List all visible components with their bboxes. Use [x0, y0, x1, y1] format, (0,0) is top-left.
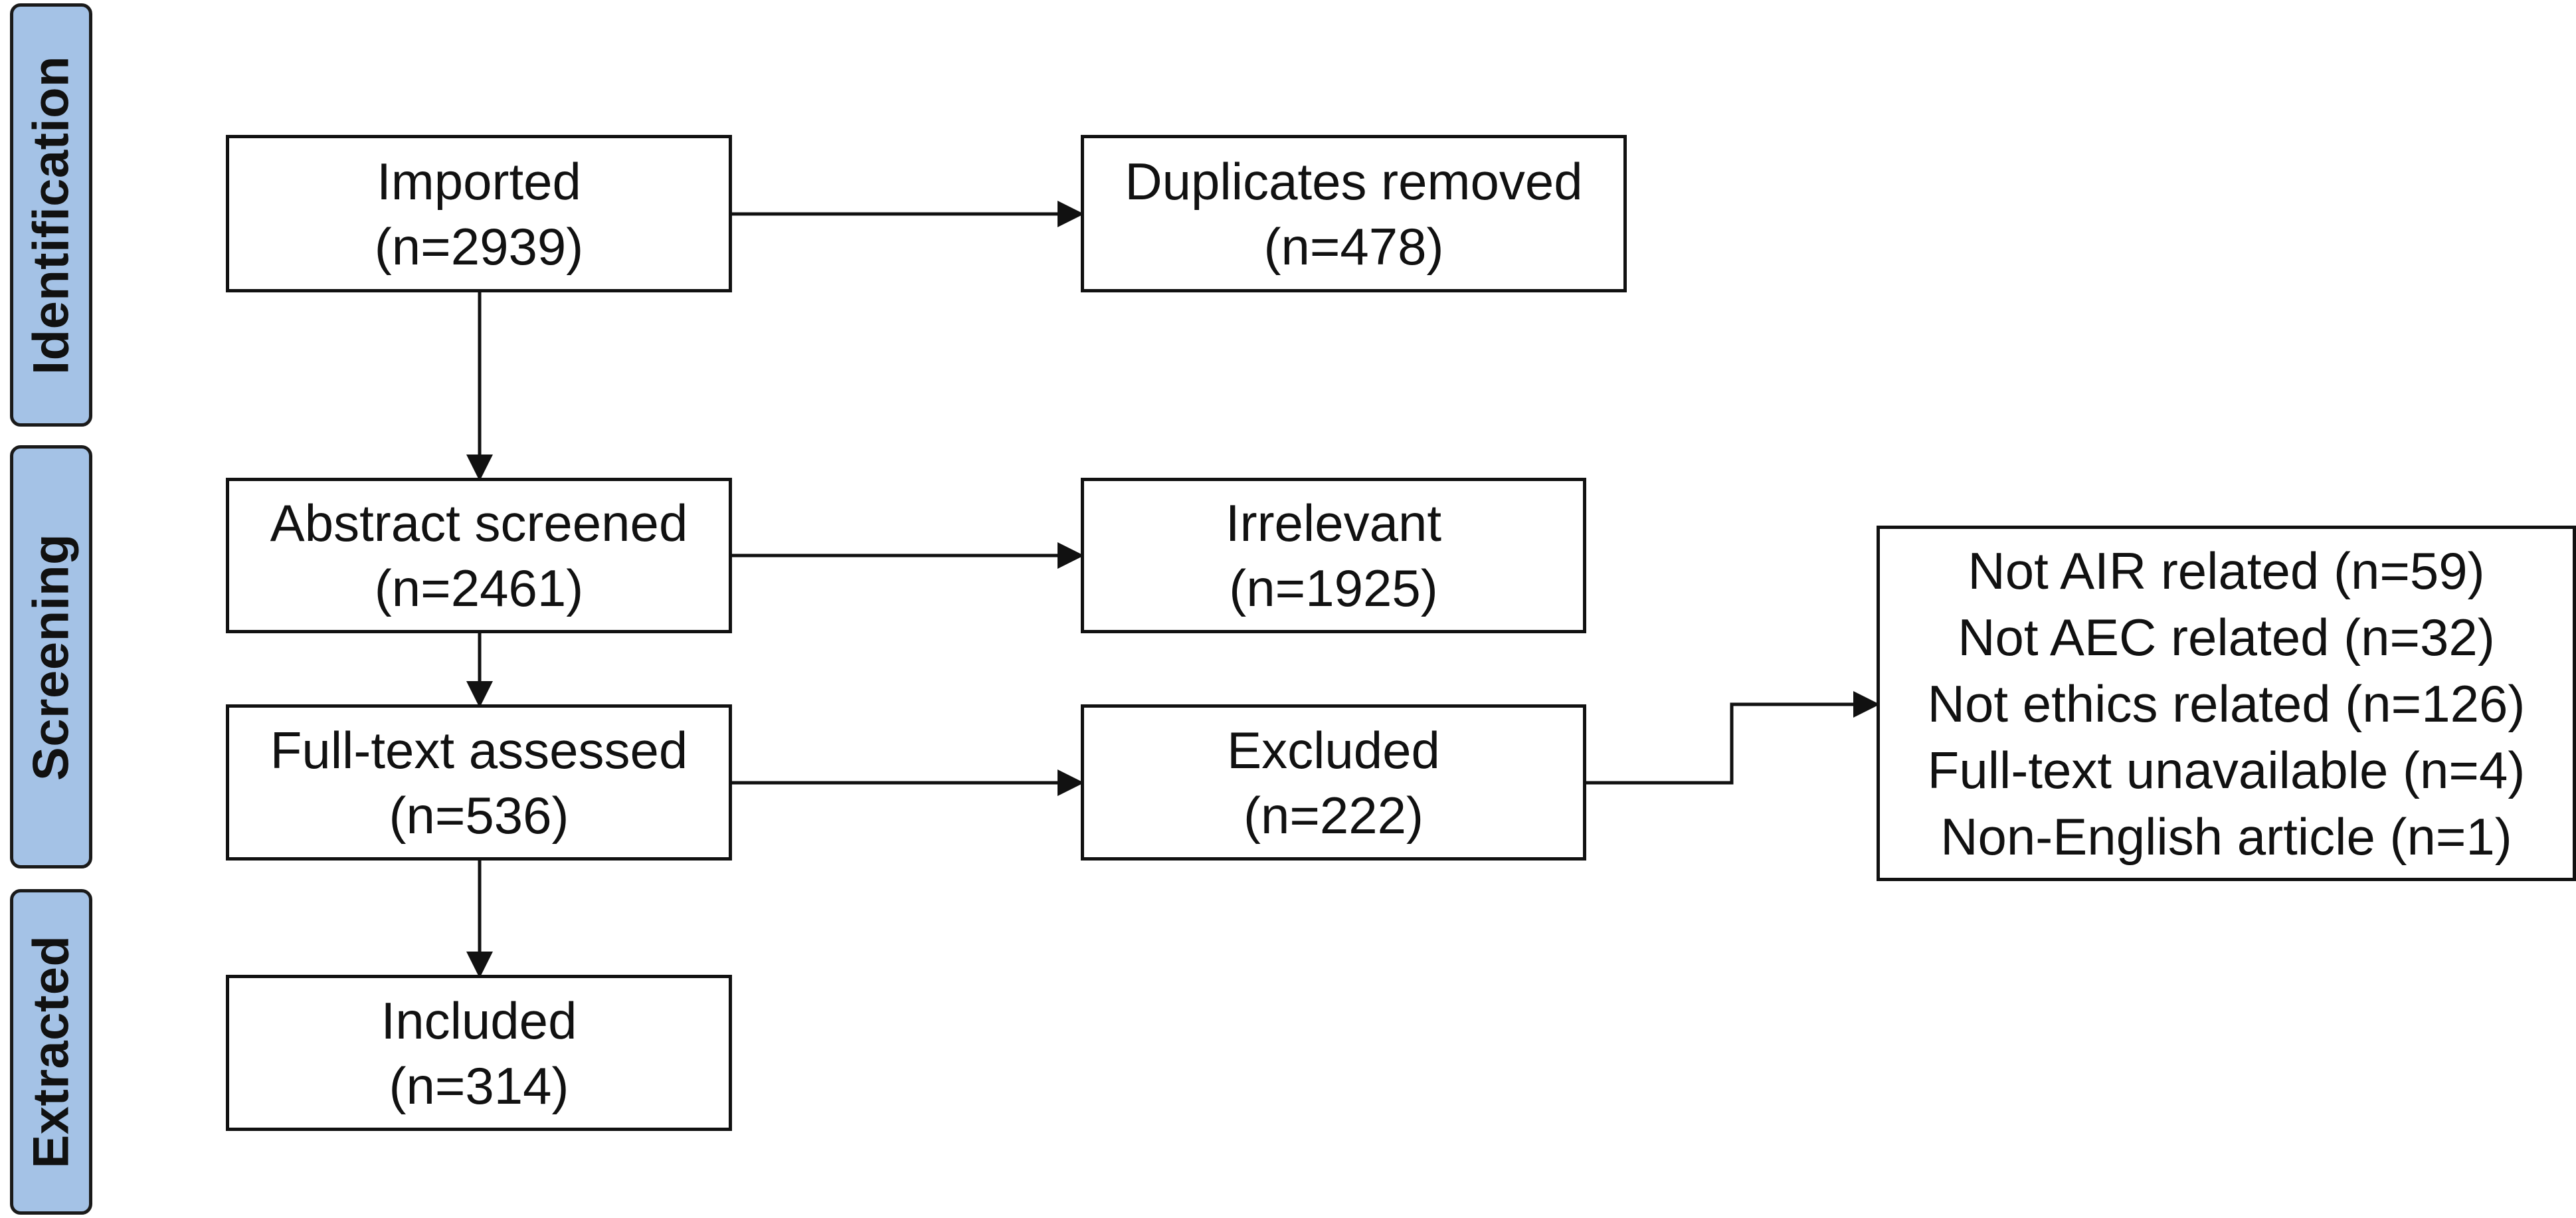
- included-count: (n=314): [389, 1056, 569, 1115]
- irrelevant-box: Irrelevant (n=1925): [1081, 478, 1586, 633]
- stage-identification: Identification: [10, 3, 92, 427]
- exclusion-reasons-box: Not AIR related (n=59) Not AEC related (…: [1877, 526, 2576, 881]
- arrow-excluded-to-reasons: [1586, 691, 1880, 785]
- excluded-title: Excluded: [1227, 720, 1440, 779]
- excluded-count: (n=222): [1243, 785, 1424, 845]
- exclusion-reason: Full-text unavailable (n=4): [1927, 740, 2526, 799]
- full-text-assessed-box: Full-text assessed (n=536): [226, 704, 732, 861]
- included-title: Included: [381, 991, 577, 1050]
- irrelevant-count: (n=1925): [1229, 559, 1438, 617]
- irrelevant-title: Irrelevant: [1225, 494, 1442, 552]
- imported-box: Imported (n=2939): [226, 135, 732, 292]
- exclusion-reason: Non-English article (n=1): [1940, 807, 2512, 866]
- abstract-screened-box: Abstract screened (n=2461): [226, 478, 732, 633]
- abstract-count: (n=2461): [374, 559, 584, 617]
- fulltext-count: (n=536): [389, 785, 569, 845]
- imported-count: (n=2939): [374, 217, 584, 276]
- exclusion-reason: Not ethics related (n=126): [1927, 674, 2526, 733]
- imported-title: Imported: [377, 152, 581, 211]
- fulltext-title: Full-text assessed: [270, 720, 688, 779]
- duplicates-removed-box: Duplicates removed (n=478): [1081, 135, 1627, 292]
- abstract-title: Abstract screened: [270, 494, 688, 552]
- duplicates-count: (n=478): [1263, 217, 1444, 276]
- stage-extracted: Extracted: [10, 889, 92, 1215]
- exclusion-reason: Not AEC related (n=32): [1958, 607, 2495, 666]
- included-box: Included (n=314): [226, 975, 732, 1131]
- duplicates-title: Duplicates removed: [1125, 152, 1583, 211]
- excluded-box: Excluded (n=222): [1081, 704, 1586, 861]
- stage-screening: Screening: [10, 445, 92, 868]
- exclusion-reason: Not AIR related (n=59): [1968, 541, 2485, 600]
